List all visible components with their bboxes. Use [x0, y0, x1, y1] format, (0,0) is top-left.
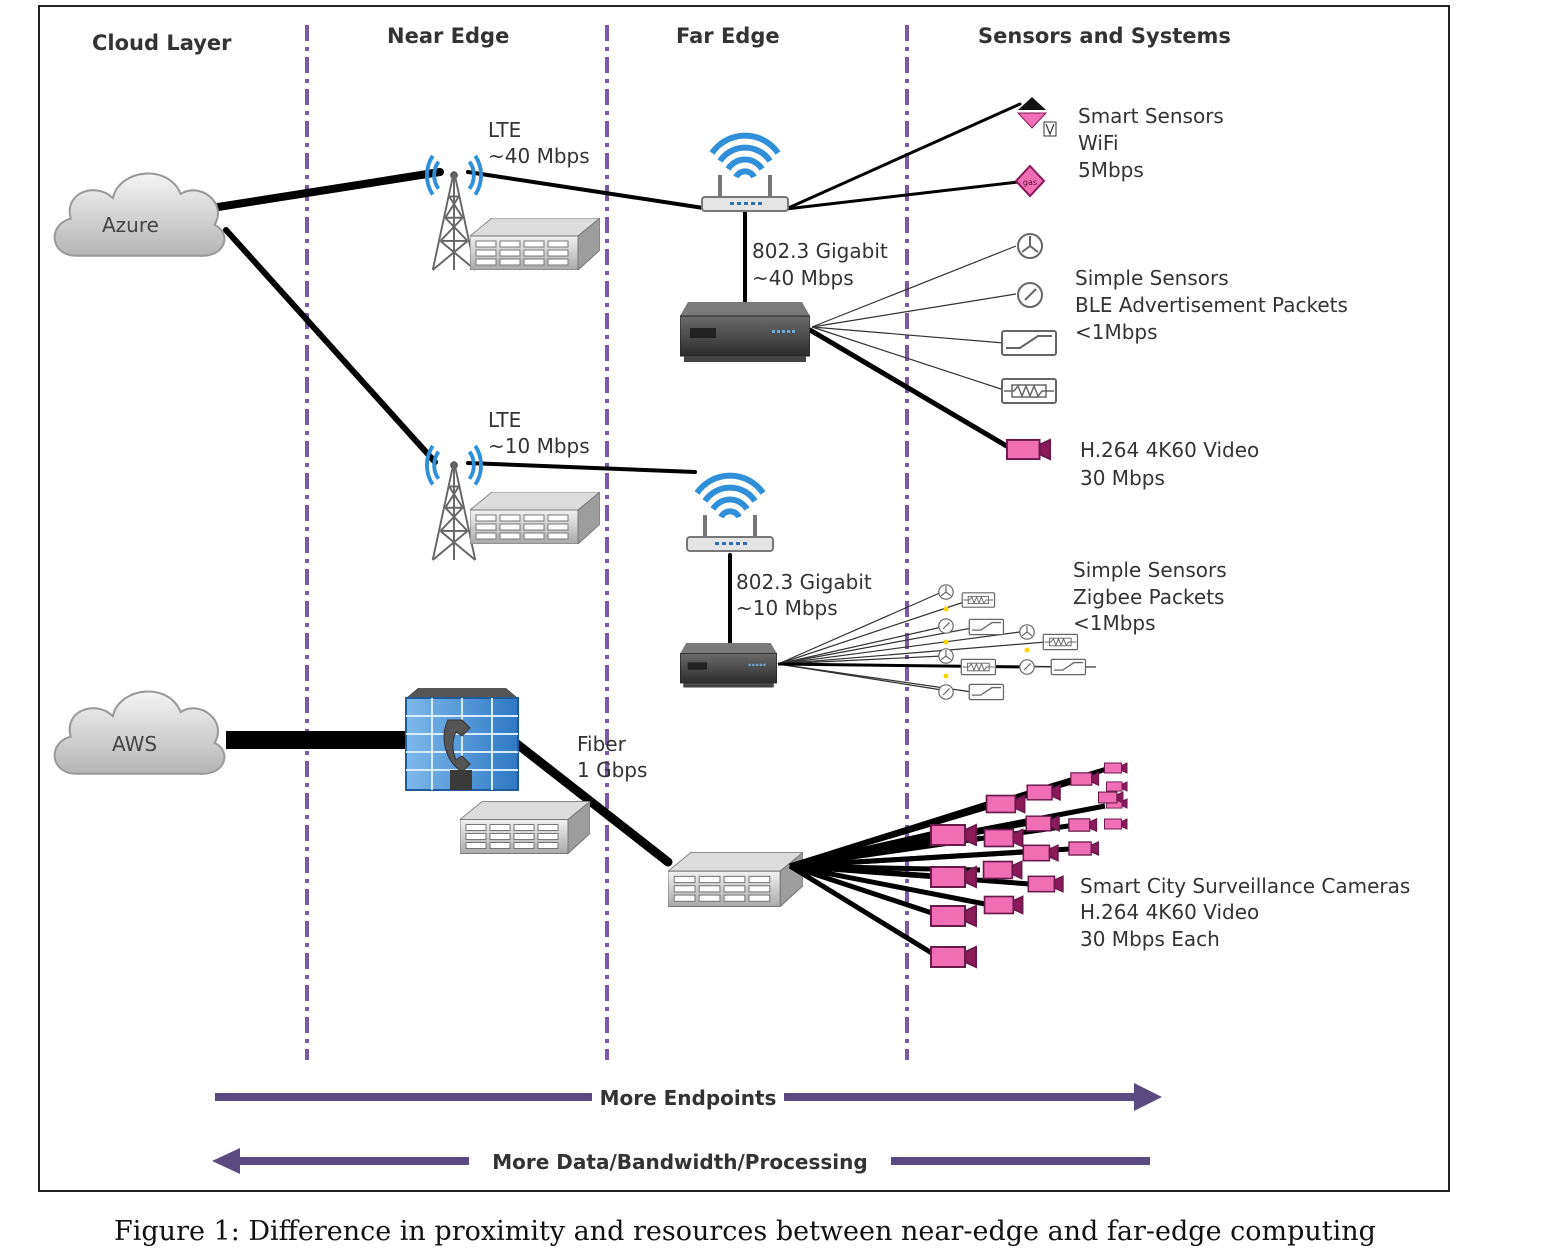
lte-bottom-label: LTE ~10 Mbps — [488, 408, 590, 458]
header-far-edge: Far Edge — [676, 24, 780, 48]
svg-text:<1Mbps: <1Mbps — [1075, 320, 1158, 344]
smart-sensor-icon — [1016, 97, 1057, 137]
connection-lines — [214, 102, 1022, 867]
network-switch-icon — [680, 302, 810, 363]
link-azure-tower1 — [214, 168, 444, 211]
video-camera-icon — [1006, 438, 1052, 461]
meter-sensor-icon — [1017, 282, 1043, 308]
edge-server-icon — [668, 852, 803, 907]
azure-label: Azure — [102, 213, 159, 237]
svg-text:5Mbps: 5Mbps — [1078, 158, 1144, 182]
aws-cloud: AWS — [53, 690, 226, 775]
telco-building-icon — [405, 688, 519, 791]
header-near-edge: Near Edge — [387, 24, 509, 48]
gauge-sensor-icon — [1017, 233, 1043, 259]
fiber-label: Fiber 1 Gbps — [577, 732, 647, 782]
svg-text:BLE Advertisement Packets: BLE Advertisement Packets — [1075, 293, 1348, 317]
video-label: H.264 4K60 Video 30 Mbps — [1080, 438, 1259, 490]
svg-text:<1Mbps: <1Mbps — [1073, 611, 1156, 635]
diagram-frame — [38, 5, 1450, 1192]
svg-text:802.3 Gigabit: 802.3 Gigabit — [752, 239, 888, 263]
header-sensors-systems: Sensors and Systems — [978, 24, 1231, 48]
svg-text:30 Mbps Each: 30 Mbps Each — [1080, 927, 1220, 951]
cameras-label: Smart City Surveillance Cameras H.264 4K… — [1080, 874, 1410, 951]
svg-text:Zigbee Packets: Zigbee Packets — [1073, 585, 1224, 609]
aws-label: AWS — [112, 732, 157, 756]
server-icon — [470, 218, 600, 270]
svg-text:Smart Sensors: Smart Sensors — [1078, 104, 1224, 128]
svg-text:LTE: LTE — [488, 118, 521, 142]
link-tower2-router2 — [466, 461, 697, 474]
svg-text:~10 Mbps: ~10 Mbps — [488, 434, 590, 458]
svg-text:1 Gbps: 1 Gbps — [577, 758, 647, 782]
gigabit-bottom-label: 802.3 Gigabit ~10 Mbps — [736, 570, 872, 620]
gas-sensor-icon: gas — [1014, 164, 1046, 198]
column-dividers — [305, 25, 909, 1060]
svg-text:Simple Sensors: Simple Sensors — [1073, 558, 1227, 582]
svg-text:30 Mbps: 30 Mbps — [1080, 466, 1165, 490]
ble-sensors-label: Simple Sensors BLE Advertisement Packets… — [1075, 266, 1348, 344]
figure-caption: Figure 1: Difference in proximity and re… — [114, 1216, 1376, 1247]
server-icon — [460, 800, 590, 855]
azure-cloud: Azure — [53, 172, 226, 257]
svg-text:WiFi: WiFi — [1078, 131, 1119, 155]
zigbee-sensor-icons — [938, 584, 1087, 701]
edge-computing-diagram: Cloud Layer Near Edge Far Edge Sensors a… — [53, 24, 1410, 1174]
lte-top-label: LTE ~40 Mbps — [488, 118, 590, 168]
network-switch-icon — [680, 643, 777, 688]
link-tower1-router1 — [466, 170, 712, 211]
link-building-server — [507, 735, 673, 867]
more-endpoints-arrow: More Endpoints — [215, 1083, 1162, 1111]
gigabit-top-label: 802.3 Gigabit ~40 Mbps — [752, 239, 888, 290]
zigbee-sensors-label: Simple Sensors Zigbee Packets <1Mbps — [1073, 558, 1227, 635]
svg-text:LTE: LTE — [488, 408, 521, 432]
camera-fanout-lines — [788, 765, 1111, 958]
svg-text:~10 Mbps: ~10 Mbps — [736, 596, 838, 620]
gas-label: gas — [1023, 178, 1037, 187]
svg-text:802.3 Gigabit: 802.3 Gigabit — [736, 570, 872, 594]
server-icon — [470, 492, 600, 544]
link-switch1-video — [807, 327, 1013, 451]
switch-sensor-icon — [1001, 330, 1057, 356]
svg-text:Smart City Surveillance Camera: Smart City Surveillance Cameras — [1080, 874, 1410, 898]
ble-sensor-lines — [811, 245, 1017, 391]
wifi-router-icon — [687, 476, 773, 551]
link-azure-tower2 — [223, 227, 438, 465]
smart-sensors-label: Smart Sensors WiFi 5Mbps — [1078, 104, 1224, 182]
svg-text:~40 Mbps: ~40 Mbps — [488, 144, 590, 168]
wifi-router-icon — [702, 136, 788, 211]
svg-text:H.264 4K60 Video: H.264 4K60 Video — [1080, 900, 1259, 924]
svg-text:Fiber: Fiber — [577, 732, 627, 756]
svg-text:Simple Sensors: Simple Sensors — [1075, 266, 1229, 290]
link-router1-smart2 — [784, 180, 1020, 211]
more-data-label: More Data/Bandwidth/Processing — [492, 1150, 867, 1174]
header-cloud-layer: Cloud Layer — [92, 31, 232, 55]
more-endpoints-label: More Endpoints — [600, 1086, 777, 1110]
svg-text:~40 Mbps: ~40 Mbps — [752, 266, 854, 290]
link-router1-smart1 — [784, 102, 1022, 211]
more-data-arrow: More Data/Bandwidth/Processing — [212, 1148, 1150, 1174]
resistor-sensor-icon — [1001, 378, 1057, 404]
svg-text:H.264 4K60 Video: H.264 4K60 Video — [1080, 438, 1259, 462]
